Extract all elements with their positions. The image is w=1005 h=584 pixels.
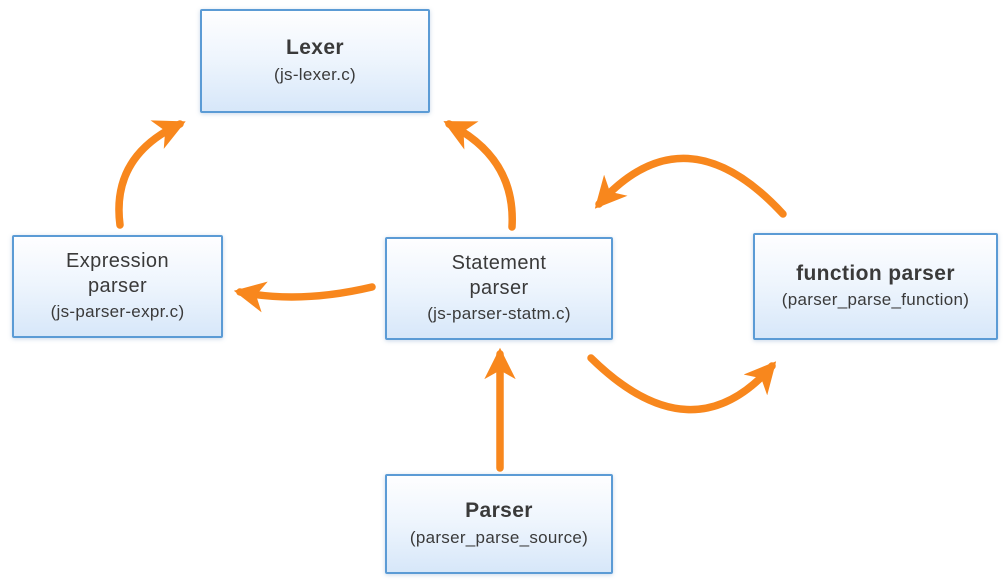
edge-statement-parser-to-expression-parser-arrow <box>233 281 376 313</box>
edge-function-parser-to-statement-parser-arrow <box>594 154 787 218</box>
node-expression-parser-title: Expression parser <box>66 250 169 298</box>
node-parser-subtitle: (parser_parse_source) <box>409 527 589 547</box>
node-expression-parser: Expression parser (js-parser-expr.c) <box>12 235 223 338</box>
node-statement-parser-subtitle: (js-parser-statm.c) <box>427 304 571 324</box>
node-function-parser-subtitle: (parser_parse_function) <box>781 290 970 310</box>
node-lexer-title: Lexer <box>285 36 345 60</box>
edge-statement-parser-to-function-parser-arrow <box>587 354 777 414</box>
edge-statement-parser-to-lexer-arrow <box>443 120 516 231</box>
node-function-parser-title: function parser <box>796 261 955 285</box>
edge-expression-parser-to-lexer-arrow <box>115 120 186 229</box>
node-statement-parser: Statement parser (js-parser-statm.c) <box>385 237 613 340</box>
node-function-parser: function parser (parser_parse_function) <box>753 233 998 340</box>
node-statement-parser-title: Statement parser <box>451 252 547 300</box>
node-lexer: Lexer (js-lexer.c) <box>200 9 430 113</box>
node-parser-title: Parser <box>465 499 533 523</box>
node-parser: Parser (parser_parse_source) <box>385 474 613 574</box>
node-expression-parser-subtitle: (js-parser-expr.c) <box>50 302 185 322</box>
node-lexer-subtitle: (js-lexer.c) <box>274 64 356 84</box>
